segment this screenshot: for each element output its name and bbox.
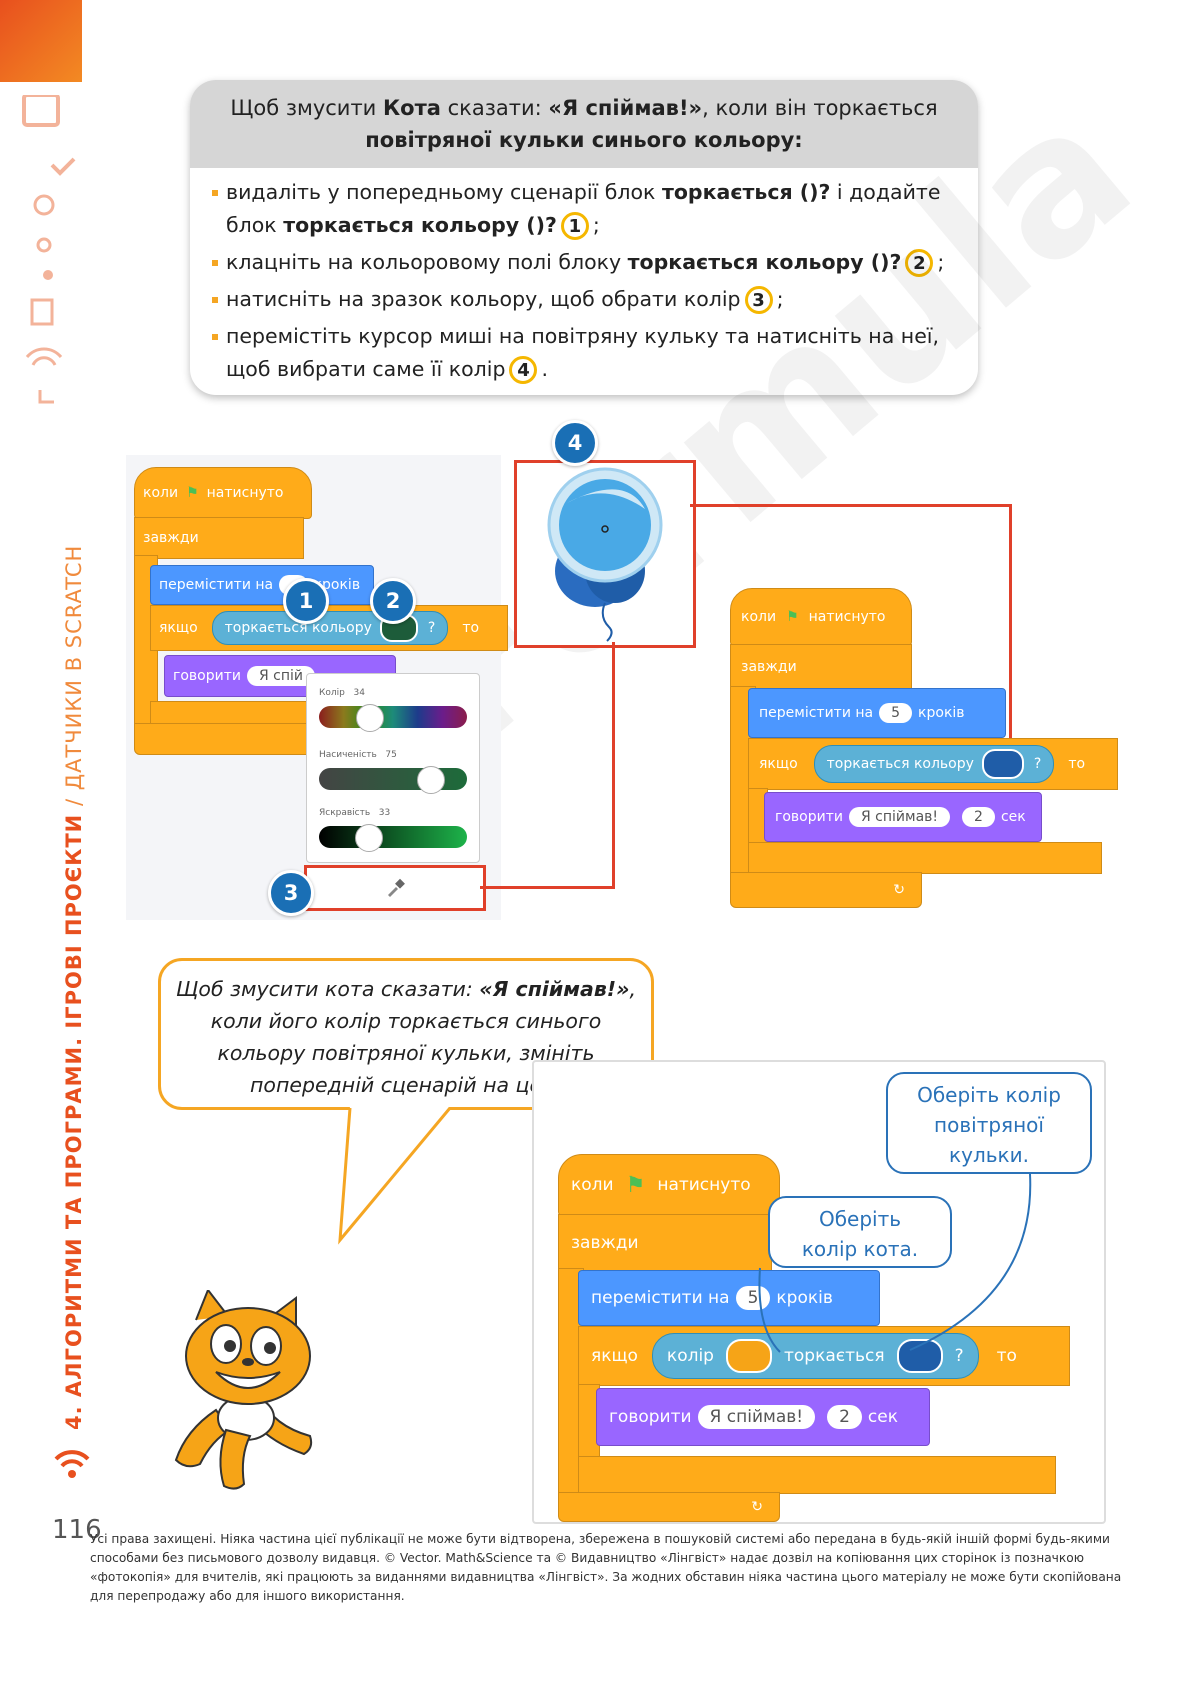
balloon-sprite-box: [514, 460, 696, 648]
bubble-tail: [338, 1106, 452, 1245]
forever-block[interactable]: завжди: [730, 644, 912, 690]
color-touching-color-block[interactable]: колір торкається ?: [651, 1333, 979, 1379]
if-end: [578, 1456, 1056, 1494]
step-number: 1: [560, 212, 589, 240]
move-block[interactable]: перемістити на кроків: [150, 565, 374, 605]
loop-arrow-icon: ↻: [751, 1499, 763, 1515]
forever-block[interactable]: завжди: [558, 1214, 772, 1272]
color-slider[interactable]: [319, 706, 467, 728]
marker-4: 4: [552, 420, 598, 466]
forever-end: ↻: [558, 1492, 780, 1522]
instruction-item: видаліть у попередньому сценарії блок то…: [212, 176, 958, 242]
instructions-title: Щоб змусити Кота сказати: «Я спіймав!», …: [190, 80, 978, 168]
marker-2: 2: [370, 578, 416, 624]
loop-arrow-icon: ↻: [893, 882, 905, 898]
balloon-sprite[interactable]: [517, 463, 693, 645]
side-icon-strip: [22, 93, 76, 419]
copyright-footer: Усі права захищені. Ніяка частина цієї п…: [90, 1532, 1122, 1603]
forever-end: ↻: [730, 872, 922, 908]
color-picker-popup: Колір 34 Насиченість 75 Яскравість 33: [306, 673, 480, 863]
if-block[interactable]: якщо торкається кольору ? то: [150, 605, 508, 651]
wifi-icon: [52, 1445, 92, 1485]
eyedropper-icon: [388, 878, 405, 897]
if-block[interactable]: якщо колір торкається ? то: [578, 1326, 1070, 1386]
step-number: 3: [744, 286, 773, 314]
chapter-side-title: 4. АЛГОРИТМИ ТА ПРОГРАМИ. ІГРОВІ ПРОЄКТИ…: [62, 544, 86, 1430]
callout-pointers: [758, 1173, 1032, 1353]
brightness-slider[interactable]: [319, 826, 467, 848]
instruction-item: натисніть на зразок кольору, щоб обрати …: [212, 283, 958, 316]
forever-block[interactable]: завжди: [134, 517, 304, 559]
connector-line: [1009, 504, 1012, 774]
touching-color-block[interactable]: торкається кольору ?: [813, 745, 1055, 783]
saturation-slider-knob[interactable]: [417, 766, 445, 794]
scratch-screenshot-left: коли ⚑ натиснуто завжди перемістити на к…: [126, 455, 508, 920]
marker-3: 3: [268, 870, 314, 916]
when-flag-clicked-block[interactable]: коли⚑натиснуто: [730, 588, 912, 646]
green-flag-icon: ⚑: [186, 485, 199, 501]
brightness-label: Яскравість 33: [319, 808, 391, 818]
brightness-slider-knob[interactable]: [354, 824, 383, 852]
color-label: Колір 34: [319, 688, 365, 698]
marker-1: 1: [283, 578, 329, 624]
instruction-item: клацніть на кольоровому полі блоку торка…: [212, 246, 958, 279]
color-field[interactable]: [981, 749, 1024, 779]
green-flag-icon: ⚑: [625, 1172, 646, 1198]
cat-color-field[interactable]: [725, 1339, 772, 1373]
eyedropper-button[interactable]: [304, 865, 486, 911]
step-number: 4: [509, 356, 538, 384]
if-block[interactable]: якщо торкається кольору ? то: [748, 738, 1118, 790]
if-end: [748, 842, 1102, 874]
connector-line: [480, 886, 615, 889]
connector-line: [612, 642, 615, 888]
chapter-corner-tab: [0, 0, 82, 82]
page-number: 116: [52, 1515, 102, 1545]
instructions-box: Щоб змусити Кота сказати: «Я спіймав!», …: [190, 80, 978, 395]
scratch-cat-sprite: [174, 1290, 313, 1490]
touching-color-block[interactable]: торкається кольору ?: [211, 611, 449, 645]
when-flag-clicked-block[interactable]: коли⚑натиснуто: [558, 1154, 780, 1216]
connector-line: [690, 504, 1012, 507]
balloon-color-field[interactable]: [896, 1339, 943, 1373]
saturation-label: Насиченість 75: [319, 750, 397, 760]
instruction-item: перемістіть курсор миші на повітряну кул…: [212, 320, 958, 386]
step-number: 2: [905, 249, 934, 277]
when-flag-clicked-block[interactable]: коли ⚑ натиснуто: [134, 467, 312, 519]
green-flag-icon: ⚑: [786, 609, 799, 625]
color-slider-knob[interactable]: [356, 704, 385, 732]
